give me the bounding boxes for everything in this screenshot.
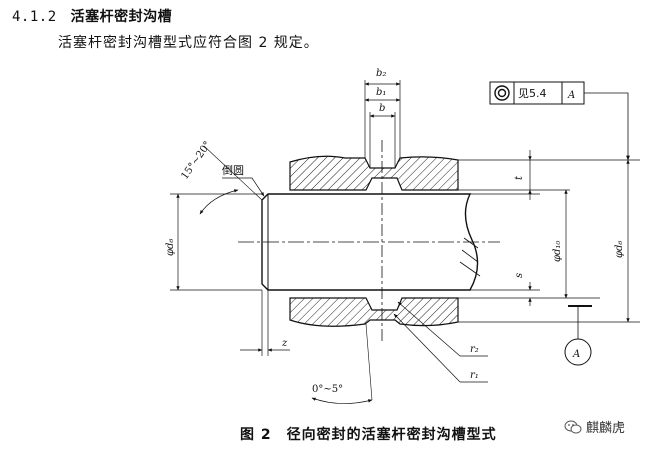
datum-circle [564, 338, 592, 366]
tolerance-datum: A [567, 90, 575, 101]
label-b: b [379, 103, 385, 114]
lower-housing-section [289, 297, 459, 327]
wechat-icon [564, 420, 582, 433]
label-t: t [514, 175, 525, 180]
tolerance-frame: 见5.4 A [489, 81, 630, 161]
label-s: s [514, 273, 525, 278]
body-paragraph: 活塞杆密封沟槽型式应符合图 2 规定。 [58, 35, 319, 51]
label-b1: b₁ [376, 87, 386, 98]
upper-housing-section [289, 155, 459, 191]
label-d6-right: φd₆ [614, 241, 625, 258]
label-d6-left: φd₆ [165, 239, 176, 256]
rod-break-hatch [459, 237, 481, 277]
label-angle-bottom: 0°~5° [312, 384, 343, 395]
label-b2: b₂ [376, 68, 386, 79]
label-angle-top: 15°~20° [179, 140, 213, 182]
figure-caption: 图 2 径向密封的活塞杆密封沟槽型式 [240, 427, 497, 443]
label-datum-a: A [572, 349, 580, 360]
concentricity-icon [494, 85, 510, 101]
section-heading: 4.1.2 活塞杆密封沟槽 [12, 6, 172, 26]
tolerance-ref: 见5.4 [518, 87, 547, 100]
watermark: 麒麟虎 [564, 417, 625, 436]
label-z: z [281, 338, 288, 349]
section-number: 4.1.2 [12, 9, 57, 25]
label-r2: r₂ [470, 344, 479, 355]
label-d10: φd₁₀ [552, 241, 563, 262]
label-r1: r₁ [470, 370, 479, 381]
angle-arc-bottom [311, 397, 373, 404]
section-title: 活塞杆密封沟槽 [70, 9, 173, 25]
watermark-text: 麒麟虎 [586, 421, 626, 436]
label-chamfer: 倒圆 [222, 164, 244, 177]
angle-arc-top [199, 189, 239, 215]
